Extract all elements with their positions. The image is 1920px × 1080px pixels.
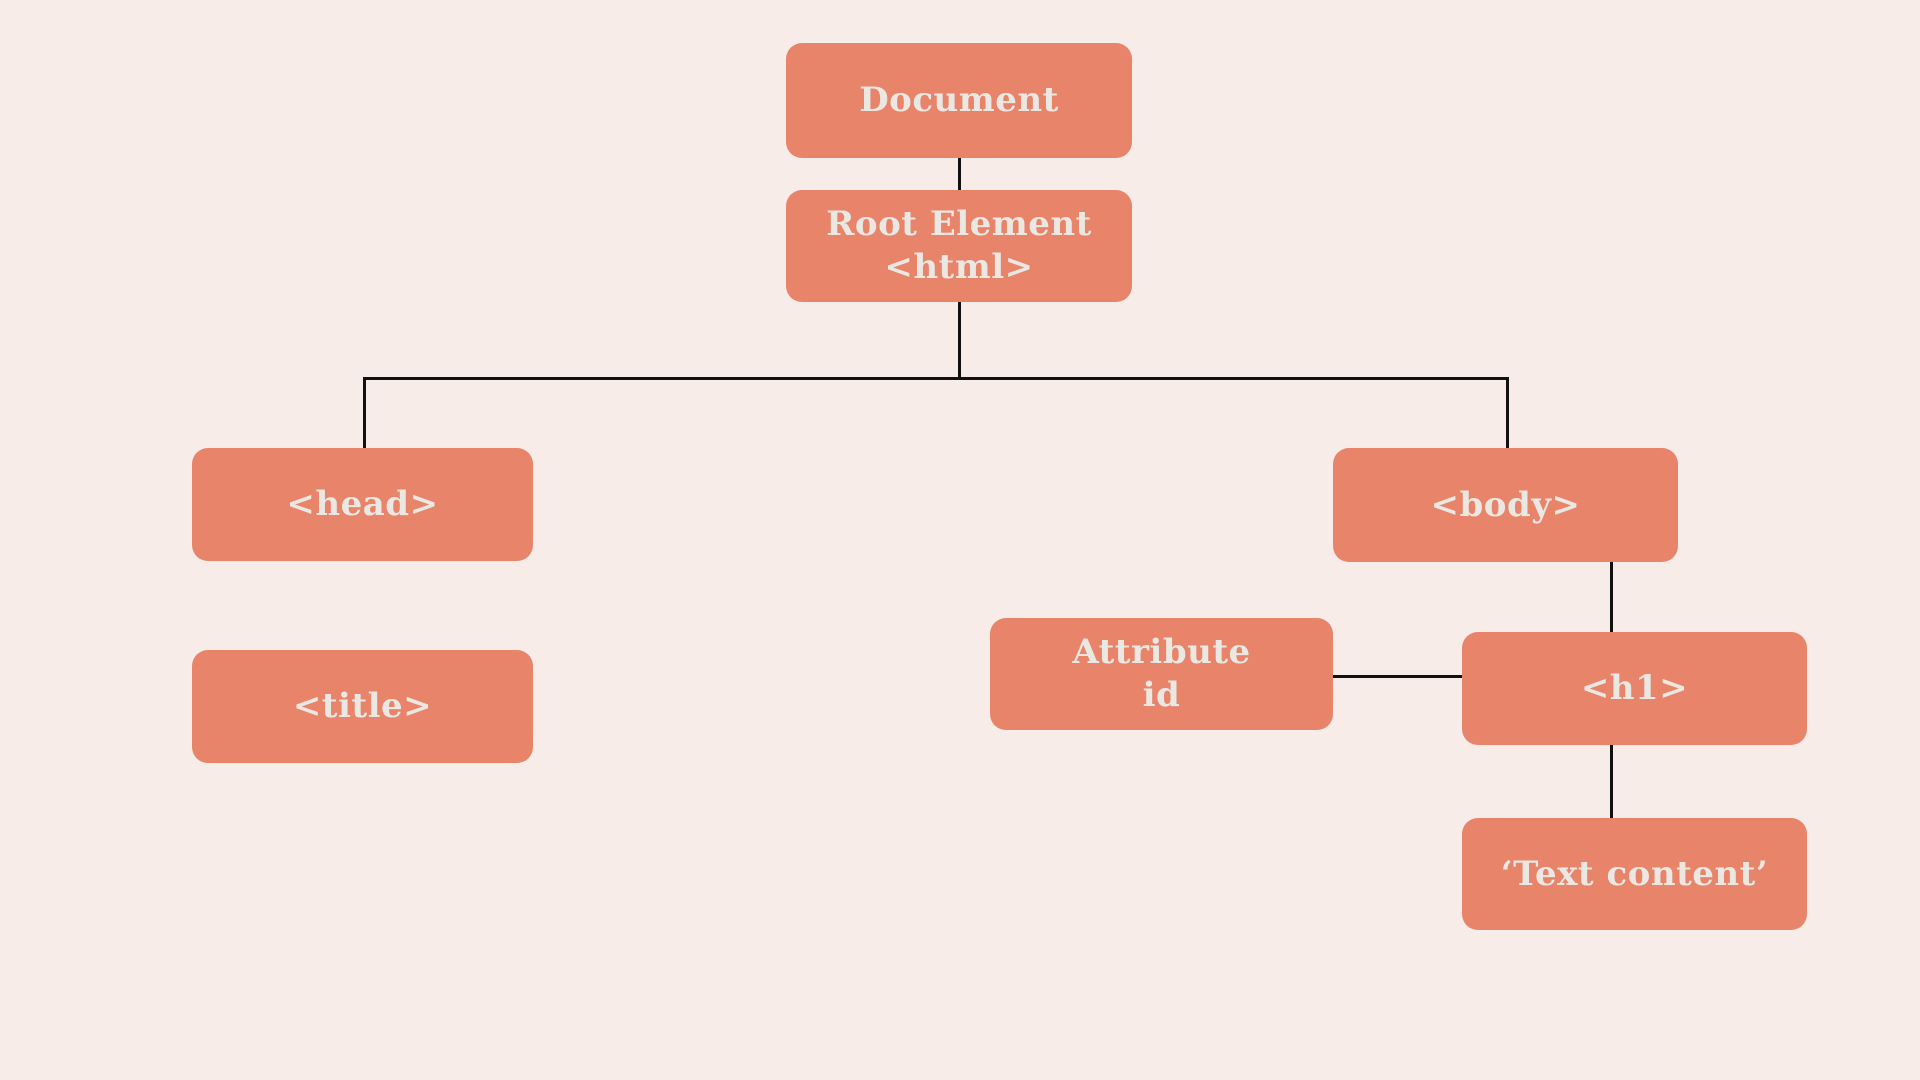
tree-node-label: Root Element [826,204,1092,244]
tree-node-body: <body> [1333,448,1678,562]
tree-node-label: <html> [884,247,1034,287]
tree-node-root-element-html: Root Element<html> [786,190,1132,302]
tree-node-text-content: ‘Text content’ [1462,818,1807,930]
edge-root-to-branch [958,300,961,380]
edge-branch-to-body [1506,377,1509,450]
tree-node-label: Document [859,80,1059,120]
edge-document-to-root [958,158,961,192]
tree-node-h1: <h1> [1462,632,1807,745]
tree-node-label: <head> [286,484,439,524]
tree-node-document: Document [786,43,1132,158]
tree-node-head: <head> [192,448,533,561]
edge-attribute-to-h1 [1333,675,1463,678]
edge-branch-to-head [363,377,366,450]
tree-node-label: <title> [292,686,433,726]
tree-node-title: <title> [192,650,533,763]
edge-h1-to-text-content [1610,743,1613,820]
tree-node-label: <body> [1430,484,1581,525]
tree-node-label: ‘Text content’ [1500,853,1769,894]
tree-node-label: id [1142,675,1181,715]
edge-branch-horizontal [363,377,1509,380]
tree-node-label: Attribute [1072,632,1251,672]
edge-body-to-h1 [1610,560,1613,634]
tree-node-label: <h1> [1580,668,1689,708]
